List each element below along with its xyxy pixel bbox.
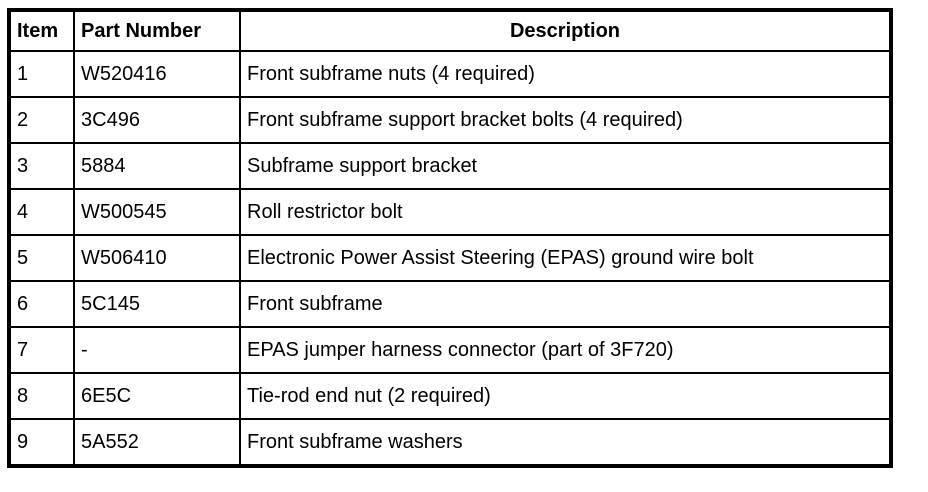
cell-part-number: - (73, 326, 241, 374)
cell-description: Front subframe nuts (4 required) (239, 50, 892, 98)
cell-item: 8 (8, 372, 75, 420)
cell-description: Front subframe washers (239, 418, 892, 467)
cell-item: 2 (8, 96, 75, 144)
table-row: 8 6E5C Tie-rod end nut (2 required) (8, 372, 892, 420)
table-row: 4 W500545 Roll restrictor bolt (8, 188, 892, 236)
cell-part-number: 5884 (73, 142, 241, 190)
cell-item: 5 (8, 234, 75, 282)
cell-description: Front subframe support bracket bolts (4 … (239, 96, 892, 144)
parts-table: Item Part Number Description 1 W520416 F… (7, 8, 893, 468)
cell-item: 4 (8, 188, 75, 236)
cell-part-number: W520416 (73, 50, 241, 98)
header-row: Item Part Number Description (8, 9, 892, 52)
cell-part-number: 3C496 (73, 96, 241, 144)
table-row: 6 5C145 Front subframe (8, 280, 892, 328)
cell-description: EPAS jumper harness connector (part of 3… (239, 326, 892, 374)
cell-part-number: 5C145 (73, 280, 241, 328)
cell-part-number: 5A552 (73, 418, 241, 467)
cell-description: Subframe support bracket (239, 142, 892, 190)
table-row: 5 W506410 Electronic Power Assist Steeri… (8, 234, 892, 282)
table-row: 1 W520416 Front subframe nuts (4 require… (8, 50, 892, 98)
cell-part-number: W506410 (73, 234, 241, 282)
cell-description: Roll restrictor bolt (239, 188, 892, 236)
cell-item: 9 (8, 418, 75, 467)
cell-item: 3 (8, 142, 75, 190)
cell-item: 7 (8, 326, 75, 374)
cell-description: Tie-rod end nut (2 required) (239, 372, 892, 420)
cell-description: Front subframe (239, 280, 892, 328)
table-row: 2 3C496 Front subframe support bracket b… (8, 96, 892, 144)
cell-description: Electronic Power Assist Steering (EPAS) … (239, 234, 892, 282)
cell-item: 1 (8, 50, 75, 98)
cell-part-number: 6E5C (73, 372, 241, 420)
header-item: Item (8, 9, 75, 52)
cell-part-number: W500545 (73, 188, 241, 236)
table-row: 7 - EPAS jumper harness connector (part … (8, 326, 892, 374)
header-description: Description (239, 9, 892, 52)
table-row: 3 5884 Subframe support bracket (8, 142, 892, 190)
cell-item: 6 (8, 280, 75, 328)
header-part-number: Part Number (73, 9, 241, 52)
table-row: 9 5A552 Front subframe washers (8, 418, 892, 467)
